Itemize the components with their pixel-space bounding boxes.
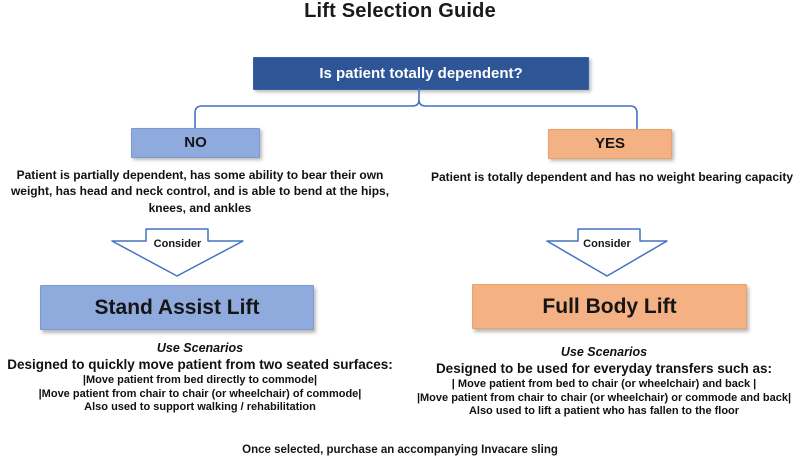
yes-use-scenarios-block: Use Scenarios Designed to be used for ev… (408, 345, 800, 419)
choice-yes-box: YES (548, 129, 672, 159)
use-scenarios-heading: Designed to quickly move patient from tw… (7, 357, 393, 372)
page-title: Lift Selection Guide (304, 0, 496, 22)
question-box: Is patient totally dependent? (253, 57, 589, 90)
no-use-scenarios-block: Use Scenarios Designed to quickly move p… (5, 341, 395, 415)
footer-note: Once selected, purchase an accompanying … (242, 444, 558, 456)
consider-label-left: Consider (153, 238, 202, 250)
branch-connector (194, 87, 638, 131)
scenario-item: |Move patient from bed directly to commo… (82, 374, 318, 386)
scenario-item: Also used to support walking / rehabilit… (84, 401, 316, 413)
no-branch-description: Patient is partially dependent, has some… (10, 168, 390, 215)
consider-arrow-right (546, 228, 668, 277)
choice-no-box: NO (131, 128, 260, 158)
consider-label-right: Consider (583, 238, 631, 250)
use-scenarios-heading: Designed to be used for everyday transfe… (435, 361, 773, 376)
result-stand-assist-lift: Stand Assist Lift (40, 285, 314, 330)
use-scenarios-title: Use Scenarios (156, 341, 244, 355)
consider-arrow-left (111, 228, 244, 277)
scenario-item: |Move patient from chair to chair (or wh… (38, 387, 362, 400)
scenario-item: Also used to lift a patient who has fall… (468, 405, 740, 417)
scenario-item: |Move patient from chair to chair (or wh… (416, 391, 792, 404)
result-full-body-lift: Full Body Lift (472, 284, 747, 329)
use-scenarios-title: Use Scenarios (560, 345, 648, 359)
scenario-item: | Move patient from bed to chair (or whe… (451, 378, 757, 390)
yes-branch-description: Patient is totally dependent and has no … (430, 170, 794, 184)
